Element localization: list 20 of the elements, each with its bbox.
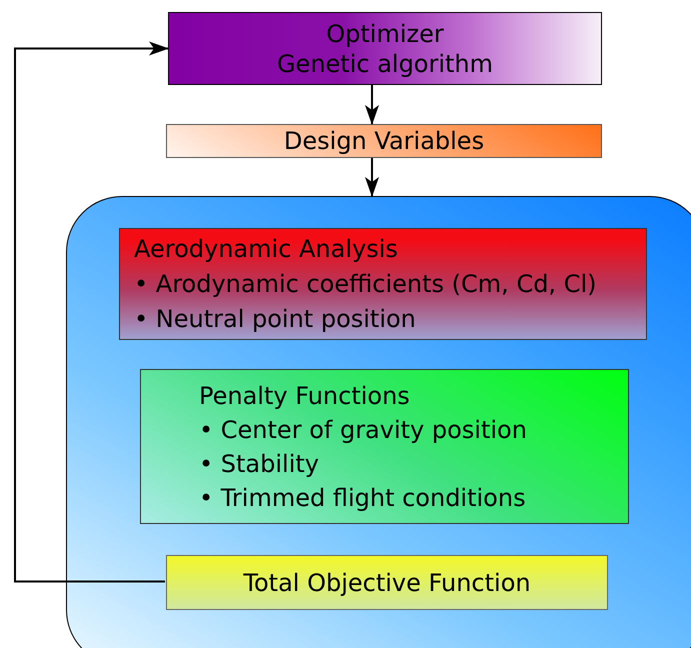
process-box xyxy=(166,124,602,158)
node-text: • Stability xyxy=(199,448,319,480)
process-box xyxy=(119,228,647,340)
arrow xyxy=(14,42,169,582)
node-title: Total Objective Function xyxy=(243,568,531,598)
process-box xyxy=(166,555,608,610)
arrow xyxy=(365,85,379,125)
node-title: Aerodynamic Analysis xyxy=(134,234,398,264)
node-text: • Arodynamic coefficients (Cm, Cd, Cl) xyxy=(134,268,596,300)
node-text: • Center of gravity position xyxy=(199,414,527,446)
node-text: • Neutral point position xyxy=(134,304,416,334)
node-title: Penalty Functions xyxy=(199,380,410,412)
process-box xyxy=(168,12,602,85)
node-text: • Trimmed flight conditions xyxy=(199,482,526,514)
node-title: Optimizer xyxy=(326,18,444,48)
node-text: Genetic algorithm xyxy=(276,48,494,78)
arrow xyxy=(365,158,379,197)
node-title: Design Variables xyxy=(284,126,484,157)
process-box xyxy=(140,369,629,524)
group-container xyxy=(66,196,691,648)
